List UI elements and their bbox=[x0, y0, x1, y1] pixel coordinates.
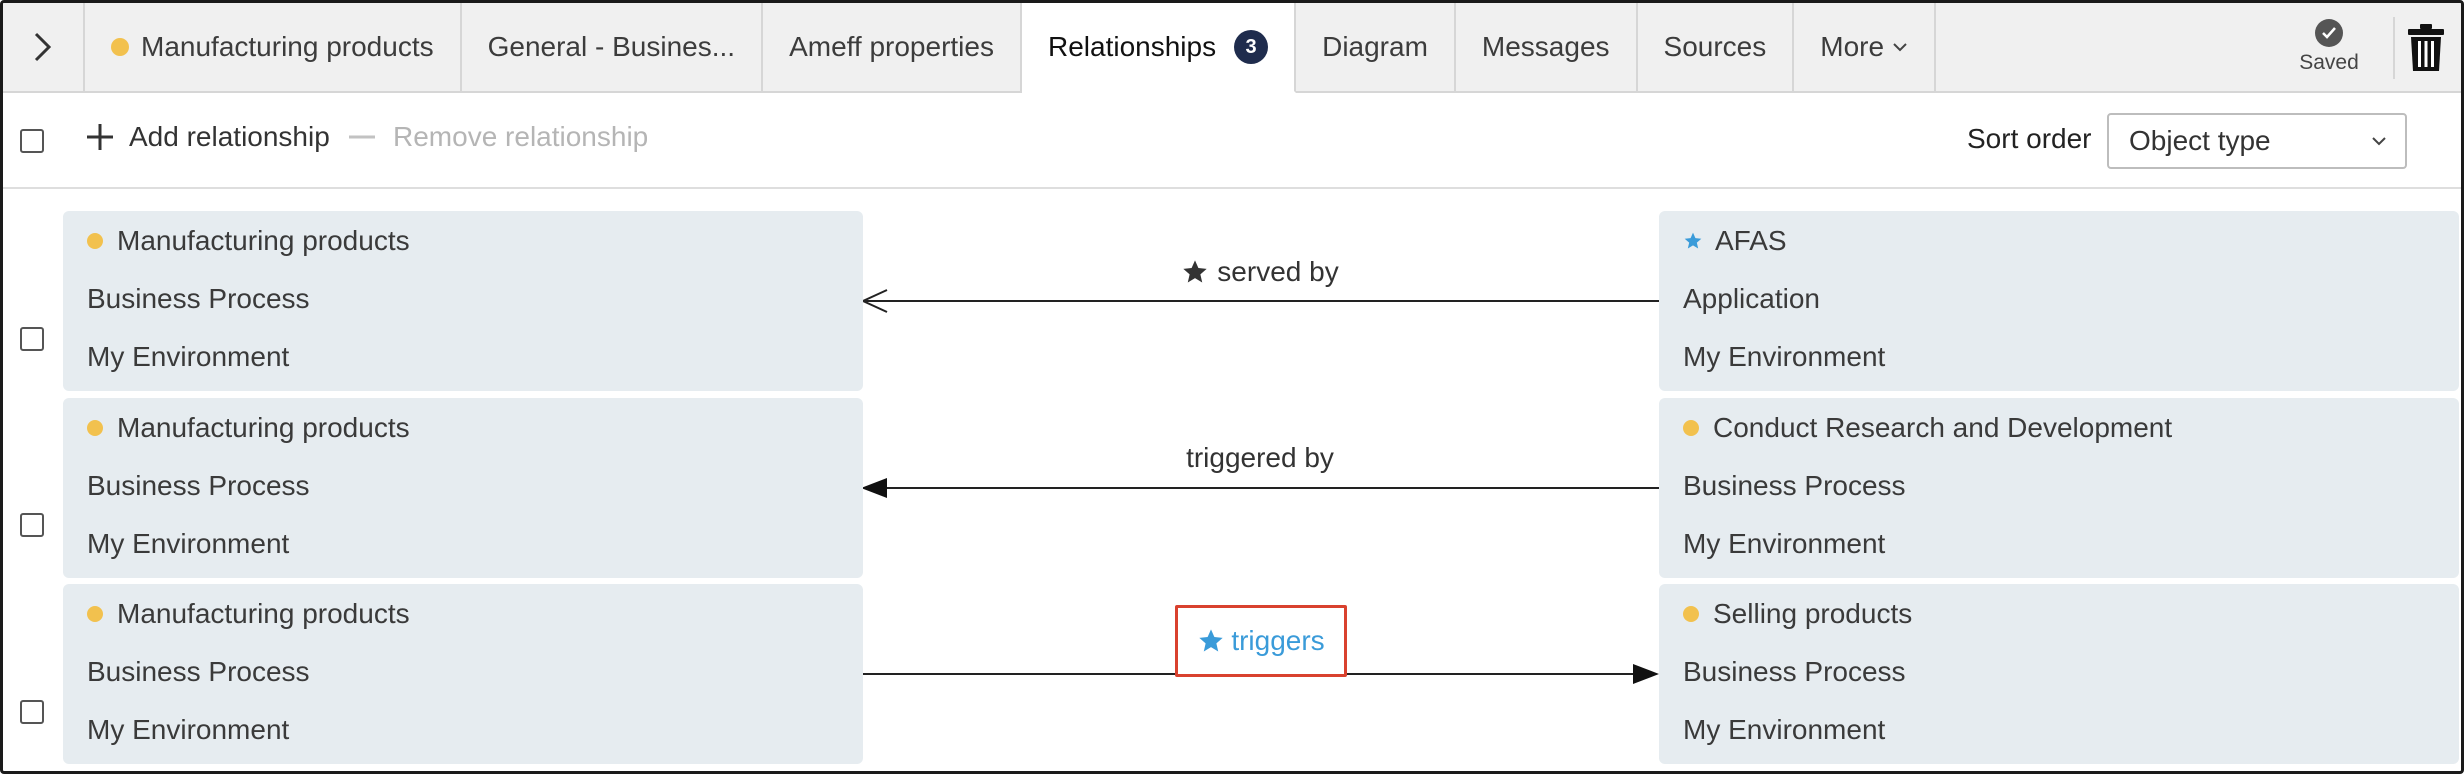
relationships-toolbar: Add relationship Remove relationship Sor… bbox=[3, 93, 2461, 189]
relationship-source-card[interactable]: Manufacturing products Business Process … bbox=[63, 211, 863, 391]
target-name: Selling products bbox=[1713, 598, 1913, 629]
source-type: Business Process bbox=[87, 283, 310, 314]
source-name-row: Manufacturing products bbox=[87, 412, 410, 444]
row-checkbox[interactable] bbox=[20, 327, 44, 351]
target-type: Application bbox=[1683, 283, 1820, 314]
relationship-target-card[interactable]: Conduct Research and Development Busines… bbox=[1659, 398, 2459, 578]
yellow-dot-icon bbox=[87, 606, 103, 622]
trash-icon bbox=[2408, 24, 2444, 71]
row-checkbox[interactable] bbox=[20, 513, 44, 537]
target-name-row: Selling products bbox=[1683, 598, 1912, 630]
yellow-dot-icon bbox=[111, 38, 129, 56]
tab-more[interactable]: More bbox=[1794, 3, 1937, 91]
source-name: Manufacturing products bbox=[117, 225, 410, 256]
tab-sources[interactable]: Sources bbox=[1638, 3, 1795, 91]
tab-label: More bbox=[1820, 31, 1885, 62]
plus-icon bbox=[87, 124, 113, 150]
sort-order-select[interactable]: Object type bbox=[2107, 113, 2407, 169]
chevron-down-icon bbox=[2372, 137, 2386, 146]
tab-bar: Manufacturing products General - Busines… bbox=[3, 3, 2461, 93]
source-type: Business Process bbox=[87, 656, 310, 687]
target-environment: My Environment bbox=[1683, 341, 1886, 372]
save-status: Saved bbox=[2289, 19, 2369, 75]
minus-icon bbox=[349, 135, 375, 139]
yellow-dot-icon bbox=[87, 233, 103, 249]
expand-panel-button[interactable] bbox=[3, 3, 85, 91]
filled-arrowhead-right bbox=[1633, 664, 1659, 684]
star-icon bbox=[1199, 629, 1223, 652]
remove-relationship-button: Remove relationship bbox=[347, 121, 648, 153]
sort-order-label: Sort order bbox=[1967, 123, 2092, 154]
filled-arrowhead-left bbox=[861, 478, 887, 498]
row-checkbox[interactable] bbox=[20, 700, 44, 724]
open-arrowhead-left bbox=[860, 289, 888, 313]
target-type: Business Process bbox=[1683, 656, 1906, 687]
tab-messages[interactable]: Messages bbox=[1456, 3, 1638, 91]
check-circle-icon bbox=[2315, 19, 2343, 47]
add-relationship-button[interactable]: Add relationship bbox=[85, 121, 330, 153]
tab-label: Diagram bbox=[1322, 31, 1428, 62]
source-name: Manufacturing products bbox=[117, 598, 410, 629]
tab-general[interactable]: General - Busines... bbox=[462, 3, 764, 91]
sort-order-value: Object type bbox=[2129, 125, 2271, 156]
select-all-checkbox[interactable] bbox=[20, 129, 44, 153]
target-name: AFAS bbox=[1715, 225, 1787, 256]
relationship-label-text: triggers bbox=[1231, 625, 1325, 656]
relationship-label[interactable]: triggered by bbox=[1163, 439, 1357, 477]
tab-relationships[interactable]: Relationships 3 bbox=[1021, 3, 1297, 93]
source-name-row: Manufacturing products bbox=[87, 598, 410, 630]
tab-label: Sources bbox=[1663, 31, 1767, 62]
target-name: Conduct Research and Development bbox=[1713, 412, 2173, 443]
source-type: Business Process bbox=[87, 470, 310, 501]
saved-label: Saved bbox=[2299, 51, 2359, 74]
relationship-label-text: served by bbox=[1217, 256, 1339, 287]
tab-label: Ameff properties bbox=[789, 31, 994, 62]
tab-manufacturing-products[interactable]: Manufacturing products bbox=[85, 3, 462, 91]
yellow-dot-icon bbox=[1683, 420, 1699, 436]
source-environment: My Environment bbox=[87, 714, 290, 745]
chevron-right-icon bbox=[34, 32, 52, 62]
blue-star-icon bbox=[1683, 231, 1703, 251]
add-relationship-label: Add relationship bbox=[129, 121, 330, 152]
source-name-row: Manufacturing products bbox=[87, 225, 410, 257]
target-name-row: AFAS bbox=[1683, 225, 1787, 257]
target-environment: My Environment bbox=[1683, 714, 1886, 745]
relationship-label-text: triggered by bbox=[1186, 442, 1334, 473]
tab-label: Relationships bbox=[1047, 31, 1217, 62]
star-icon bbox=[1183, 260, 1207, 283]
relationship-target-card[interactable]: Selling products Business Process My Env… bbox=[1659, 584, 2459, 764]
relationship-source-card[interactable]: Manufacturing products Business Process … bbox=[63, 398, 863, 578]
count-badge: 3 bbox=[1234, 30, 1269, 64]
tab-label: Manufacturing products bbox=[141, 31, 434, 62]
relationship-source-card[interactable]: Manufacturing products Business Process … bbox=[63, 584, 863, 764]
target-name-row: Conduct Research and Development bbox=[1683, 412, 2172, 444]
source-name: Manufacturing products bbox=[117, 412, 410, 443]
tab-label: General - Busines... bbox=[487, 31, 736, 62]
yellow-dot-icon bbox=[1683, 606, 1699, 622]
relationship-label-selected[interactable]: triggers bbox=[1175, 605, 1347, 677]
yellow-dot-icon bbox=[87, 420, 103, 436]
chevron-down-icon bbox=[1893, 43, 1907, 52]
source-environment: My Environment bbox=[87, 528, 290, 559]
delete-button[interactable] bbox=[2393, 17, 2457, 79]
tab-label: Messages bbox=[1481, 31, 1610, 62]
tab-diagram[interactable]: Diagram bbox=[1296, 3, 1456, 91]
relationship-target-card[interactable]: AFAS Application My Environment bbox=[1659, 211, 2459, 391]
source-environment: My Environment bbox=[87, 341, 290, 372]
target-environment: My Environment bbox=[1683, 528, 1886, 559]
tab-ameff-properties[interactable]: Ameff properties bbox=[763, 3, 1022, 91]
relationship-label[interactable]: served by bbox=[1173, 253, 1347, 291]
remove-relationship-label: Remove relationship bbox=[393, 121, 649, 152]
target-type: Business Process bbox=[1683, 470, 1906, 501]
